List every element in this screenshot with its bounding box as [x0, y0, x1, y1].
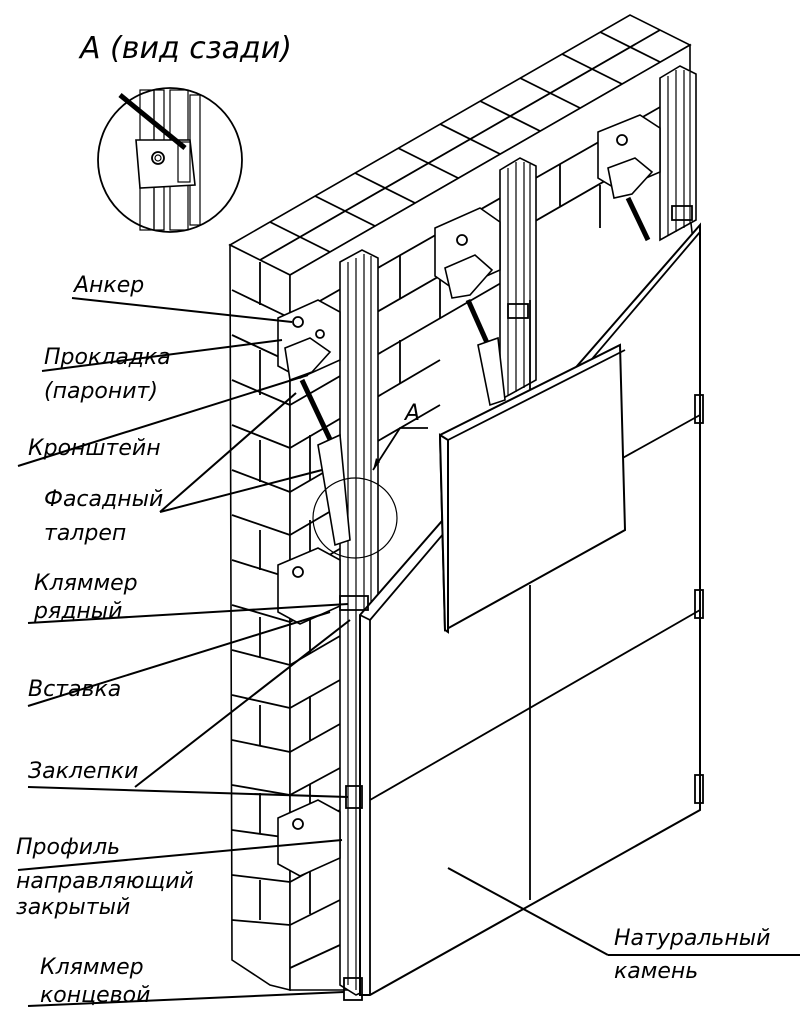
label-bracket: Кронштейн [28, 436, 161, 461]
label-profile-line3: закрытый [16, 895, 130, 920]
detail-view-title: А (вид сзади) [78, 31, 292, 66]
label-gasket-line2: (паронит) [44, 379, 158, 404]
label-insert: Вставка [28, 677, 121, 702]
label-stone-line2: камень [614, 959, 698, 984]
stone-panels [339, 205, 704, 1001]
detail-marker [312, 427, 428, 559]
label-gasket-line1: Прокладка [44, 345, 171, 370]
detail-view-circle [97, 87, 243, 233]
label-stone-line1: Натуральный [614, 926, 770, 951]
label-anchor: Анкер [72, 273, 144, 298]
label-rivets: Заклепки [28, 759, 138, 784]
label-row-clamp-line2: рядный [33, 599, 122, 624]
label-turnbuckle-line2: талреп [44, 521, 126, 546]
label-turnbuckle-line1: Фасадный [44, 487, 163, 512]
leader-lines [17, 297, 800, 1007]
label-row-clamp-line1: Кляммер [34, 571, 138, 596]
label-end-clamp-line2: концевой [40, 983, 150, 1008]
label-profile-line2: направляющий [16, 869, 194, 894]
label-end-clamp-line1: Кляммер [40, 955, 144, 980]
label-profile-line1: Профиль [16, 835, 120, 860]
detail-marker-label: А [403, 401, 420, 426]
